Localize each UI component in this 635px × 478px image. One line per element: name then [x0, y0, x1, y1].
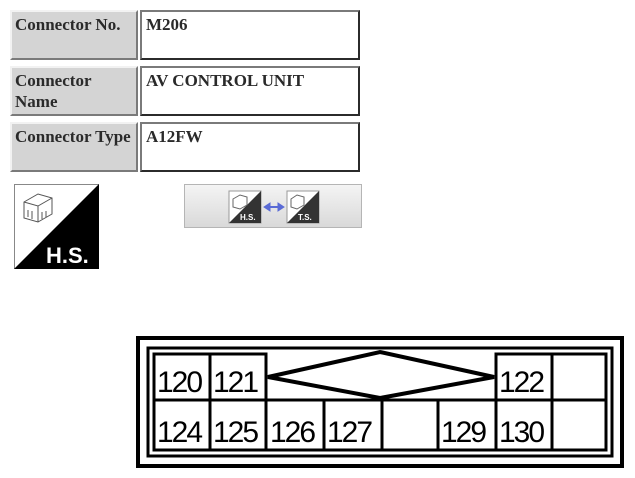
svg-text:T.S.: T.S. — [298, 213, 312, 222]
pin-129: 129 — [441, 416, 486, 449]
connector-no-label: Connector No. — [10, 10, 138, 60]
connector-name-value: AV CONTROL UNIT — [140, 66, 360, 116]
connector-no-value: M206 — [140, 10, 360, 60]
hs-mini-icon: H.S. — [228, 190, 262, 224]
connector-face-diagram: 120 121 122 124 125 126 127 129 130 — [136, 336, 626, 475]
pin-124: 124 — [157, 416, 202, 449]
pin-125: 125 — [213, 416, 258, 449]
double-arrow-icon — [263, 202, 285, 212]
harness-side-icon-text: H.S. — [46, 243, 89, 268]
connector-name-label: Connector Name — [10, 66, 138, 116]
connector-no-row: Connector No. M206 — [10, 10, 360, 60]
hs-ts-toggle-button[interactable]: H.S. T.S. — [184, 184, 362, 228]
connector-type-label: Connector Type — [10, 122, 138, 172]
pin-120: 120 — [157, 366, 202, 399]
connector-type-row: Connector Type A12FW — [10, 122, 360, 172]
pin-122: 122 — [499, 366, 544, 399]
ts-mini-icon: T.S. — [286, 190, 320, 224]
svg-text:H.S.: H.S. — [240, 213, 256, 222]
pin-121: 121 — [213, 366, 258, 399]
pin-130: 130 — [499, 416, 544, 449]
pin-127: 127 — [327, 416, 372, 449]
connector-type-value: A12FW — [140, 122, 360, 172]
harness-side-icon: H.S. — [14, 184, 99, 269]
connector-name-row: Connector Name AV CONTROL UNIT — [10, 66, 360, 116]
connector-key-diamond — [267, 349, 495, 401]
pin-126: 126 — [270, 416, 315, 449]
